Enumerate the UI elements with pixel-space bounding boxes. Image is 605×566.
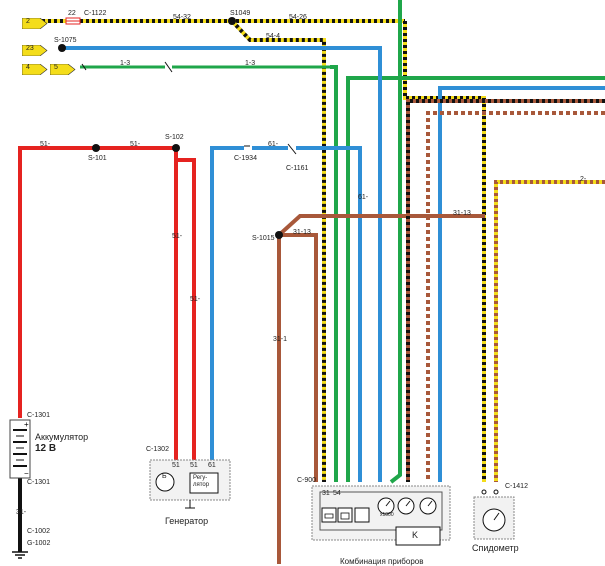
splice-label: S-1075 xyxy=(54,37,77,44)
tachometer-icon xyxy=(385,500,391,507)
connector-label: C-1301 xyxy=(27,479,50,486)
wire-54-yellow-black xyxy=(36,19,605,482)
generator-label: Генератор xyxy=(165,516,209,526)
oil-icon xyxy=(324,513,334,519)
wire-label: 1-3 xyxy=(245,60,256,67)
battery-voltage: 12 В xyxy=(35,443,57,454)
connector-label: C-900 xyxy=(297,477,317,484)
battery-label: Аккумулятор xyxy=(35,432,89,442)
generator-icon xyxy=(149,459,231,509)
wire-label: 51- xyxy=(40,141,51,148)
wire-label: 31-13 xyxy=(293,229,311,236)
wire-green xyxy=(80,0,605,484)
connector-label: C-1301 xyxy=(27,412,50,419)
k-label: K xyxy=(412,530,419,540)
wire-label: 51- xyxy=(130,141,141,148)
pin-label: 51 xyxy=(190,462,198,469)
cluster-label: Комбинация приборов xyxy=(340,557,424,566)
wire-brown xyxy=(277,99,605,564)
generator-b-label: Б xyxy=(162,473,167,480)
wire-label: 61- xyxy=(268,141,279,148)
wire-label: 31-1 xyxy=(273,336,288,343)
tachometer-label: x1000 xyxy=(380,512,394,518)
splice-nodes xyxy=(58,17,283,239)
instrument-cluster xyxy=(311,485,451,546)
ground-label: G-1002 xyxy=(27,540,51,547)
tag-23: 23 xyxy=(21,43,48,57)
splice-label: S-101 xyxy=(88,155,107,162)
fuse-icon xyxy=(65,17,81,25)
regulator-label: Регу- лятор xyxy=(193,475,210,488)
tag-2: 2 xyxy=(21,16,48,30)
speedometer-icon xyxy=(473,489,515,540)
speedometer-label: Спидометр xyxy=(472,543,519,553)
connector-label: C-1412 xyxy=(505,483,528,490)
connector-label: C-1302 xyxy=(146,446,169,453)
wire-label: 54-32 xyxy=(173,14,191,21)
wire-label: 2- xyxy=(580,176,587,183)
wire-label: 31- xyxy=(16,509,27,516)
connector-label: C-1002 xyxy=(27,528,50,535)
temp-gauge-icon xyxy=(427,500,433,507)
wire-label: 1-3 xyxy=(120,60,131,67)
connector-label: C-1161 xyxy=(286,165,309,172)
fuel-gauge-icon xyxy=(405,500,411,507)
svg-text:−: − xyxy=(24,469,29,478)
tag-4: 4 xyxy=(21,62,48,76)
svg-text:+: + xyxy=(24,420,29,429)
pin-label: 61 xyxy=(208,462,216,469)
connector-label: C-1934 xyxy=(234,155,257,162)
wire-blue xyxy=(62,46,605,482)
wire-label: 61- xyxy=(358,194,369,201)
splice-label: S-102 xyxy=(165,134,184,141)
wire-label: 51- xyxy=(190,296,201,303)
pin-label: 51 xyxy=(172,462,180,469)
splice-label: S1049 xyxy=(230,10,251,17)
connector-label: C-1122 xyxy=(84,10,107,17)
charge-icon xyxy=(340,512,350,520)
tag-5: 5 xyxy=(49,62,76,76)
wire-label: 51- xyxy=(172,233,183,240)
fuse-label: 22 xyxy=(68,10,76,17)
pin-label: 31 xyxy=(322,490,330,497)
wire-label: 31-13 xyxy=(453,210,471,217)
connector-marks xyxy=(81,61,297,155)
wire-label: 54-4 xyxy=(266,33,281,40)
pin-label: 54 xyxy=(333,490,341,497)
battery-icon: + − xyxy=(9,419,31,479)
wire-label: 54-26 xyxy=(289,14,307,21)
splice-label: S-1015 xyxy=(252,235,275,242)
ground-icon xyxy=(12,551,28,559)
